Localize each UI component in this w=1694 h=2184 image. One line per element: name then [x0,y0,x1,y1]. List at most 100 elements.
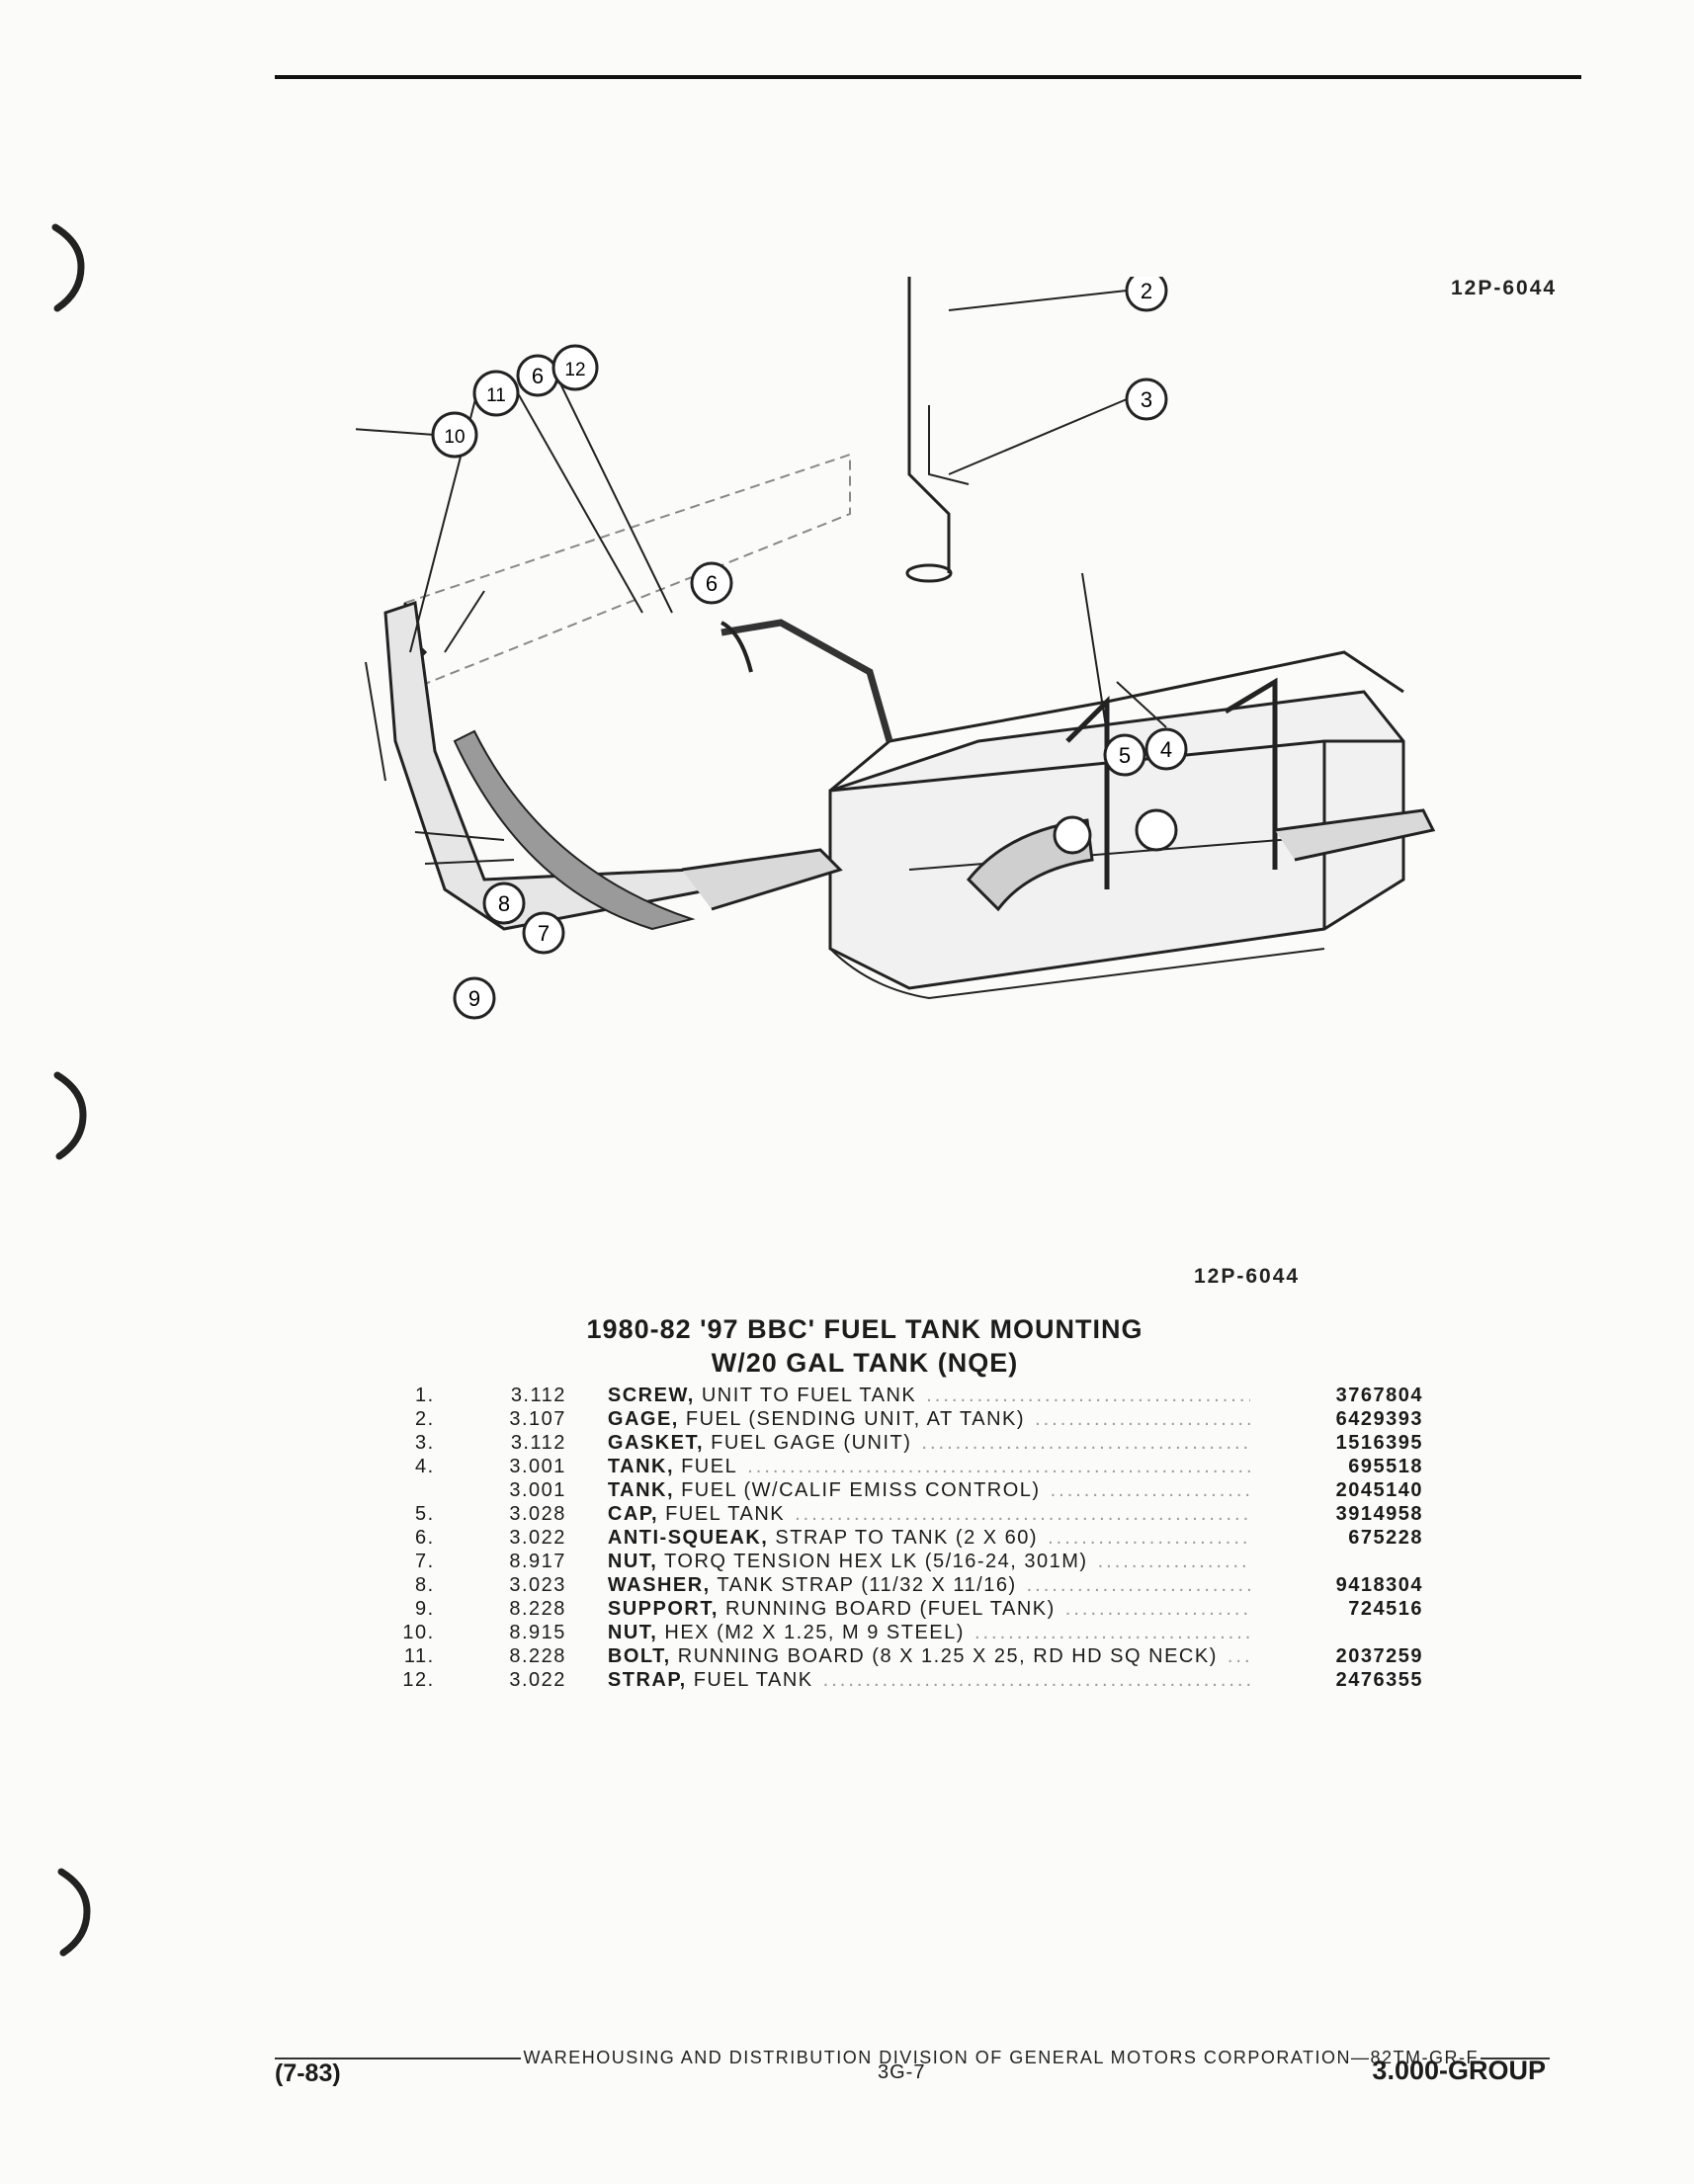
part-description: TANK, FUEL [566,1455,1286,1478]
part-name: SCREW, [607,1385,695,1406]
part-number: 724516 [1348,1598,1423,1620]
svg-text:2: 2 [1141,279,1152,303]
group-number: 8.915 [509,1622,566,1643]
group-number: 3.001 [509,1479,566,1501]
binder-hole-icon [53,1071,87,1160]
callout-7: 7 [522,911,565,955]
leader-dots [916,1384,1250,1407]
group-number: 8.228 [509,1645,566,1667]
part-name: BOLT, [607,1645,671,1667]
leader-dots [965,1621,1250,1644]
part-detail: UNIT TO FUEL TANK [694,1385,917,1406]
part-number: 2476355 [1335,1669,1423,1691]
item-number: 9. [415,1598,435,1620]
group-number: 3.112 [510,1432,566,1454]
item-number: 10. [402,1622,435,1643]
leader-dots [737,1455,1250,1478]
part-detail: FUEL GAGE (UNIT) [704,1432,912,1454]
part-number: 3914958 [1335,1503,1423,1525]
footer-rule-right [1481,2057,1550,2059]
group-number: 8.917 [509,1551,566,1572]
svg-text:4: 4 [1160,737,1172,762]
svg-text:8: 8 [498,891,510,916]
part-description: GASKET, FUEL GAGE (UNIT) [566,1431,1286,1455]
part-number: 9418304 [1335,1574,1423,1596]
item-number: 4. [415,1456,435,1477]
item-number: 3. [415,1432,435,1454]
part-detail: STRAP TO TANK (2 X 60) [768,1527,1039,1549]
footer-page-number: 3G-7 [878,2061,926,2083]
item-number: 8. [415,1574,435,1596]
callout-3: 3 [1125,378,1168,421]
group-number: 3.001 [509,1456,566,1477]
part-name: WASHER, [607,1574,711,1596]
part-description: BOLT, RUNNING BOARD (8 X 1.25 X 25, RD H… [566,1644,1286,1668]
item-number: 7. [415,1551,435,1572]
part-number: 6429393 [1335,1408,1423,1430]
part-number [1286,1621,1424,1644]
top-rule [275,75,1581,79]
svg-text:9: 9 [468,986,480,1011]
callout-2: 2 [1125,277,1168,312]
leader-dots [1025,1407,1250,1431]
item-number [376,1478,435,1502]
leader-dots [813,1668,1250,1692]
svg-text:5: 5 [1119,743,1131,768]
part-detail: RUNNING BOARD (8 X 1.25 X 25, RD HD SQ N… [670,1645,1218,1667]
part-description: ANTI-SQUEAK, STRAP TO TANK (2 X 60) [566,1526,1286,1550]
item-number: 12. [402,1669,435,1691]
svg-text:6: 6 [532,364,544,388]
callout-6: 6 [516,354,559,397]
part-description: GAGE, FUEL (SENDING UNIT, AT TANK) [566,1407,1286,1431]
footer-rule-left [275,2057,522,2059]
page-title: 1980-82 '97 BBC' FUEL TANK MOUNTING [586,1314,1143,1344]
svg-text:12: 12 [564,360,585,380]
page-subtitle: W/20 GAL TANK (NQE) [711,1348,1019,1378]
part-number: 2045140 [1335,1479,1423,1501]
part-detail: HEX (M2 X 1.25, M 9 STEEL) [657,1622,965,1643]
part-number: 3767804 [1335,1385,1423,1406]
part-name: CAP, [607,1503,659,1525]
item-number: 11. [403,1645,435,1667]
part-description: NUT, HEX (M2 X 1.25, M 9 STEEL) [566,1621,1286,1644]
part-name: ANTI-SQUEAK, [607,1527,769,1549]
group-number: 3.022 [509,1527,566,1549]
item-number: 2. [415,1408,435,1430]
leader-dots [1017,1573,1250,1597]
part-detail: FUEL TANK [658,1503,786,1525]
leader-dots [911,1431,1249,1455]
part-description: SCREW, UNIT TO FUEL TANK [566,1384,1286,1407]
item-number: 1. [415,1385,435,1406]
part-name: GAGE, [607,1408,679,1430]
part-name: STRAP, [607,1669,687,1691]
callout-6b: 6 [690,561,733,605]
svg-text:11: 11 [486,385,506,406]
part-number: 695518 [1348,1456,1423,1477]
callout-10: 10 [431,411,478,459]
part-description: TANK, FUEL (W/CALIF EMISS CONTROL) [566,1478,1286,1502]
leader-dots [1088,1550,1250,1573]
svg-text:6: 6 [706,571,718,596]
callout-8: 8 [482,882,526,925]
callout-4: 4 [1144,727,1188,771]
binder-hole-icon [57,1868,91,1957]
item-number: 6. [415,1527,435,1549]
part-detail: FUEL (SENDING UNIT, AT TANK) [678,1408,1026,1430]
part-name: NUT, [607,1622,658,1643]
leader-dots [1041,1478,1250,1502]
leader-dots [1218,1644,1250,1668]
group-number: 3.112 [510,1385,566,1406]
part-number [1286,1550,1424,1573]
svg-text:10: 10 [444,427,465,448]
footer-org-line: WAREHOUSING AND DISTRIBUTION DIVISION OF… [275,2048,1550,2068]
